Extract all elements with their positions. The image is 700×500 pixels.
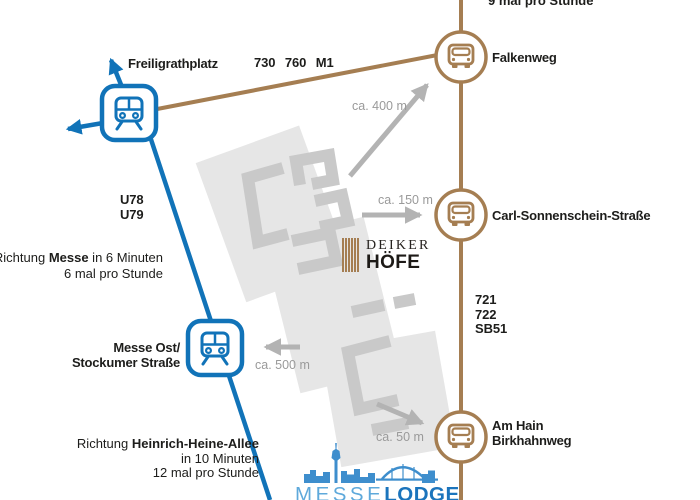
- direction-messe-frequency: 6 mal pro Stunde: [63, 265, 163, 281]
- bus-line-diagonal: [151, 50, 454, 112]
- tram-icon: [200, 331, 230, 366]
- stop-label-am-hain: Am Hain Birkhahnweg: [492, 418, 572, 448]
- direction-hha-time: in 10 Minuten: [180, 450, 259, 466]
- direction-messe-target: Messe: [48, 250, 89, 265]
- messelodge-logo: MESSELODGE: [295, 484, 460, 500]
- direction-messe-note: Richtung Messe in 6 Minuten 6 mal pro St…: [0, 250, 163, 281]
- route-u79: U79: [120, 207, 144, 222]
- messelodge-word1: MESSE: [295, 483, 385, 500]
- bus-stop-am-hain: [434, 410, 488, 464]
- stop-label-am-hain-line1: Am Hain: [492, 418, 544, 433]
- deiker-logo-line1: DEIKER: [366, 238, 431, 253]
- direction-hha-target: Heinrich-Heine-Allee: [131, 436, 259, 451]
- direction-hha-pre: Richtung: [76, 436, 132, 451]
- bus-routes-right: 721 722 SB51: [475, 292, 508, 337]
- route-722: 722: [475, 306, 497, 322]
- bus-routes-diagonal: 730 760 M1: [254, 55, 334, 70]
- tram-station-messe-ost: [185, 318, 245, 378]
- deiker-logo-line2: HÖFE: [366, 252, 421, 273]
- distance-label-50m: ca. 50 m: [376, 430, 424, 444]
- direction-hha-frequency: 12 mal pro Stunde: [152, 465, 259, 480]
- tram-station-freiligrathplatz: [99, 83, 159, 143]
- tram-routes: U78 U79: [120, 192, 144, 222]
- frequency-note-top: 9 mal pro Stunde: [488, 0, 594, 8]
- messelodge-skyline-icon: [304, 443, 438, 483]
- station-label-freiligrathplatz: Freiligrathplatz: [128, 56, 218, 71]
- bus-stop-carl-sonnenschein: [434, 188, 488, 242]
- distance-label-400m: ca. 400 m: [352, 99, 407, 113]
- route-u78: U78: [120, 192, 144, 207]
- station-label-messe-ost: Messe Ost/ Stockumer Straße: [72, 340, 180, 370]
- messelodge-word2: LODGE: [384, 483, 460, 500]
- deiker-hoefe-logo: DEIKER HÖFE: [342, 238, 431, 272]
- route-sb51: SB51: [475, 321, 508, 336]
- station-label-messe-ost-line2: Stockumer Straße: [71, 355, 180, 370]
- distance-label-150m: ca. 150 m: [378, 193, 433, 207]
- distance-label-500m: ca. 500 m: [255, 358, 310, 372]
- walk-arrow-50m: [376, 401, 425, 426]
- site-plan-buildings: [195, 125, 456, 468]
- bus-icon: [447, 201, 475, 226]
- tram-icon: [114, 96, 144, 131]
- deiker-bars-icon: [342, 238, 360, 272]
- station-label-messe-ost-line1: Messe Ost/: [113, 340, 180, 355]
- tram-arrow-west: [65, 118, 104, 135]
- direction-messe-pre: Richtung: [0, 250, 46, 265]
- walk-arrow-400m: [348, 83, 429, 178]
- bus-icon: [447, 43, 475, 68]
- tram-line-path: [135, 99, 273, 500]
- route-721: 721: [475, 292, 497, 307]
- bus-stop-falkenweg: [434, 30, 488, 84]
- stop-label-carl-sonnenschein: Carl-Sonnenschein-Straße: [492, 208, 651, 223]
- stop-label-am-hain-line2: Birkhahnweg: [492, 433, 572, 448]
- stop-label-falkenweg: Falkenweg: [492, 50, 557, 65]
- direction-hha-note: Richtung Heinrich-Heine-Allee in 10 Minu…: [76, 436, 259, 481]
- bus-icon: [447, 423, 475, 448]
- direction-messe-post: in 6 Minuten: [88, 250, 163, 265]
